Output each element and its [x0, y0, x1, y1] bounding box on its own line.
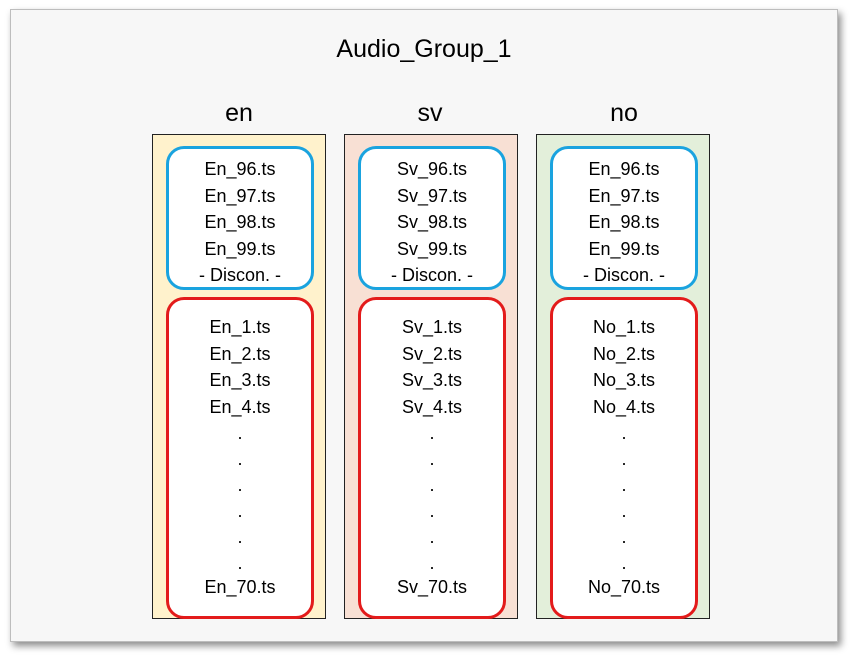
column-label-sv: sv	[417, 99, 443, 127]
segment-file-last: No_70.ts	[587, 577, 661, 597]
segment-file: En_4.ts	[209, 396, 271, 417]
segment-file: En_98.ts	[588, 212, 660, 233]
segment-file: En_2.ts	[209, 343, 271, 364]
segment-group-discontinuity: En_96.ts En_97.ts En_98.ts En_99.ts - Di…	[166, 146, 314, 290]
segment-file: Sv_3.ts	[401, 370, 463, 391]
segment-file: Sv_2.ts	[401, 343, 463, 364]
column-label-no: no	[610, 99, 638, 127]
segment-file: En_97.ts	[204, 185, 276, 206]
ellipsis-dot: .	[237, 475, 243, 496]
segment-file: En_3.ts	[209, 370, 271, 391]
segment-file: En_98.ts	[204, 212, 276, 233]
ellipsis-dot: .	[621, 553, 627, 574]
column-no: En_96.ts En_97.ts En_98.ts En_99.ts - Di…	[536, 134, 710, 619]
segment-file: En_1.ts	[209, 317, 271, 337]
ellipsis-dot: .	[429, 501, 435, 522]
segment-file: Sv_98.ts	[396, 212, 468, 233]
segment-file: En_96.ts	[204, 159, 276, 179]
ellipsis-dot: .	[621, 475, 627, 496]
segment-group-main: No_1.ts No_2.ts No_3.ts No_4.ts . . . . …	[550, 297, 698, 619]
ellipsis-dot: .	[429, 449, 435, 470]
segment-file: En_96.ts	[588, 159, 660, 179]
segment-file: En_97.ts	[588, 185, 660, 206]
discontinuity-marker: - Discon. -	[390, 265, 473, 286]
discontinuity-marker: - Discon. -	[198, 265, 281, 286]
ellipsis-dot: .	[429, 475, 435, 496]
segment-group-main: Sv_1.ts Sv_2.ts Sv_3.ts Sv_4.ts . . . . …	[358, 297, 506, 619]
segment-file: En_99.ts	[204, 238, 276, 259]
ellipsis-dot: .	[621, 423, 627, 444]
ellipsis-dot: .	[237, 423, 243, 444]
segment-file: Sv_4.ts	[401, 396, 463, 417]
ellipsis-dot: .	[621, 449, 627, 470]
discontinuity-marker: - Discon. -	[582, 265, 665, 286]
segment-group-main: En_1.ts En_2.ts En_3.ts En_4.ts . . . . …	[166, 297, 314, 619]
ellipsis-dot: .	[237, 527, 243, 548]
segment-file: Sv_1.ts	[401, 317, 463, 337]
segment-group-discontinuity: En_96.ts En_97.ts En_98.ts En_99.ts - Di…	[550, 146, 698, 290]
segment-file: No_4.ts	[592, 396, 656, 417]
ellipsis-dot: .	[621, 527, 627, 548]
ellipsis-dot: .	[429, 553, 435, 574]
ellipsis-dot: .	[237, 553, 243, 574]
segment-file: No_2.ts	[592, 343, 656, 364]
diagram-frame: Audio_Group_1 en sv no En_96.ts En_97.ts…	[10, 9, 838, 642]
ellipsis-dot: .	[429, 423, 435, 444]
segment-file: Sv_99.ts	[396, 238, 468, 259]
segment-file: Sv_96.ts	[396, 159, 468, 179]
ellipsis-dot: .	[621, 501, 627, 522]
ellipsis-dot: .	[237, 449, 243, 470]
segment-file-last: Sv_70.ts	[396, 577, 468, 597]
segment-group-discontinuity: Sv_96.ts Sv_97.ts Sv_98.ts Sv_99.ts - Di…	[358, 146, 506, 290]
segment-file: No_1.ts	[592, 317, 656, 337]
diagram-title: Audio_Group_1	[336, 35, 512, 63]
segment-file-last: En_70.ts	[204, 577, 276, 597]
segment-file: Sv_97.ts	[396, 185, 468, 206]
ellipsis-dot: .	[429, 527, 435, 548]
ellipsis-dot: .	[237, 501, 243, 522]
column-label-en: en	[225, 99, 253, 127]
column-sv: Sv_96.ts Sv_97.ts Sv_98.ts Sv_99.ts - Di…	[344, 134, 518, 619]
segment-file: No_3.ts	[592, 370, 656, 391]
segment-file: En_99.ts	[588, 238, 660, 259]
column-en: En_96.ts En_97.ts En_98.ts En_99.ts - Di…	[152, 134, 326, 619]
